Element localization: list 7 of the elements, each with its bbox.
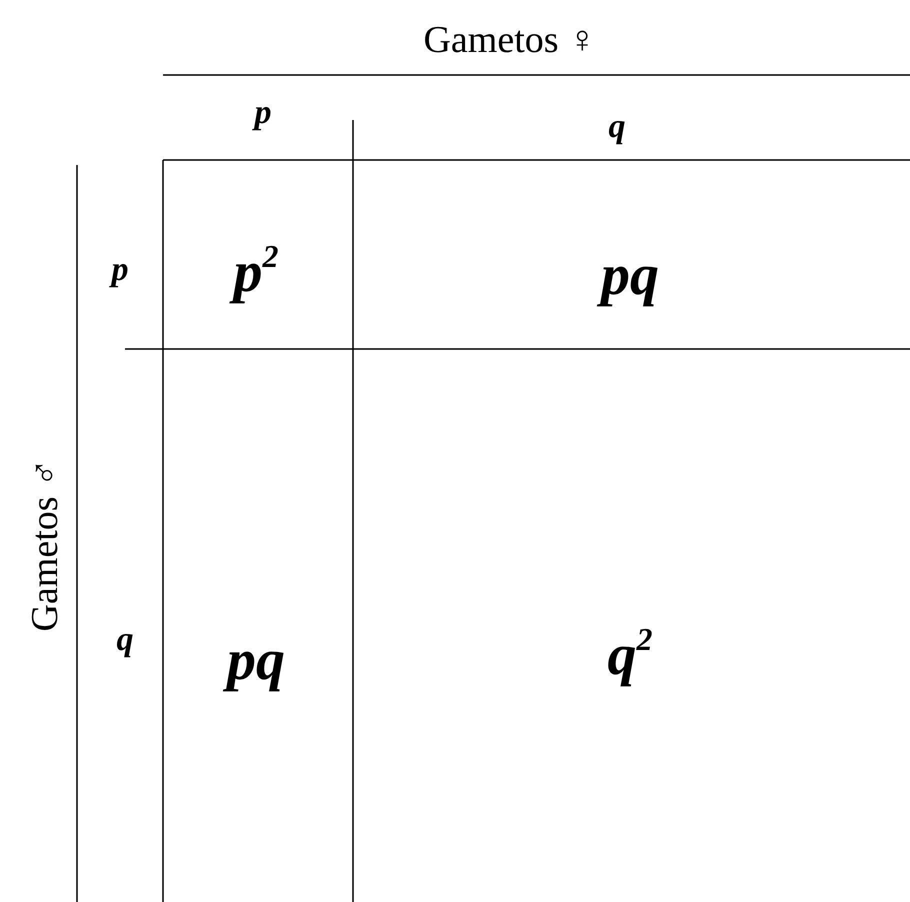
allele-label: p [254, 96, 272, 130]
axis-title: Gametos ♂ [26, 458, 64, 632]
allele-label: q [608, 110, 626, 144]
allele-label: q [116, 623, 134, 657]
genotype-frequency: q$^{2}$ [608, 626, 652, 684]
axis-title: Gametos ♀ [423, 21, 597, 59]
allele-label: p [112, 253, 128, 287]
